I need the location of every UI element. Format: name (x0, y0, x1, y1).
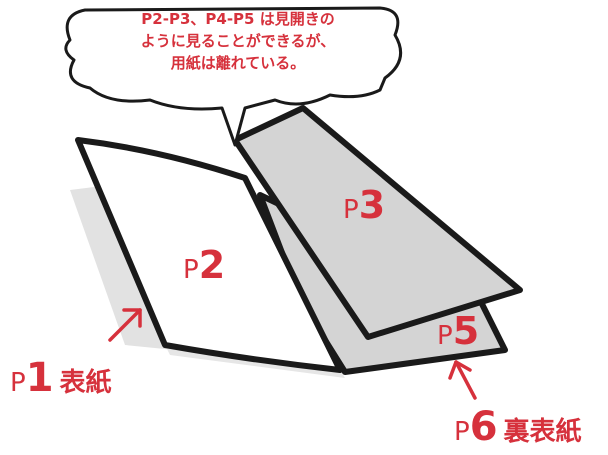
fold-line (243, 177, 332, 351)
page-label-number: 5 (452, 309, 480, 353)
front-cover-prefix: P (10, 368, 26, 398)
arrow-front-cover (108, 308, 142, 342)
back-cover-number: 6 (469, 404, 498, 450)
arrow-back-cover (448, 360, 477, 400)
page-p3 (232, 105, 523, 340)
speech-bubble-line: ように見ることができるが、 (140, 32, 336, 50)
back-cover-text: 裏表紙 (503, 417, 582, 447)
page-label-number: 3 (358, 183, 386, 227)
page-label-number: 2 (198, 243, 226, 287)
back-cover-prefix: P (454, 417, 470, 447)
speech-bubble-line: 用紙は離れている。 (170, 54, 306, 72)
page-label-prefix: P (437, 321, 453, 351)
page-label-p3: P3 (343, 186, 385, 224)
page-label-p2: P2 (183, 246, 225, 284)
page-label-p5: P5 (437, 312, 479, 350)
page-p2 (75, 137, 343, 373)
speech-bubble (64, 6, 403, 147)
front-cover-text: 表紙 (59, 368, 112, 398)
page-label-prefix: P (183, 255, 199, 285)
speech-bubble-line: P2-P3、P4-P5 は見開きの (141, 10, 335, 28)
front-cover-number: 1 (25, 355, 54, 401)
speech-bubble-text: P2-P3、P4-P5 は見開きの ように見ることができるが、 用紙は離れている… (88, 8, 388, 74)
page-label-prefix: P (343, 195, 359, 225)
